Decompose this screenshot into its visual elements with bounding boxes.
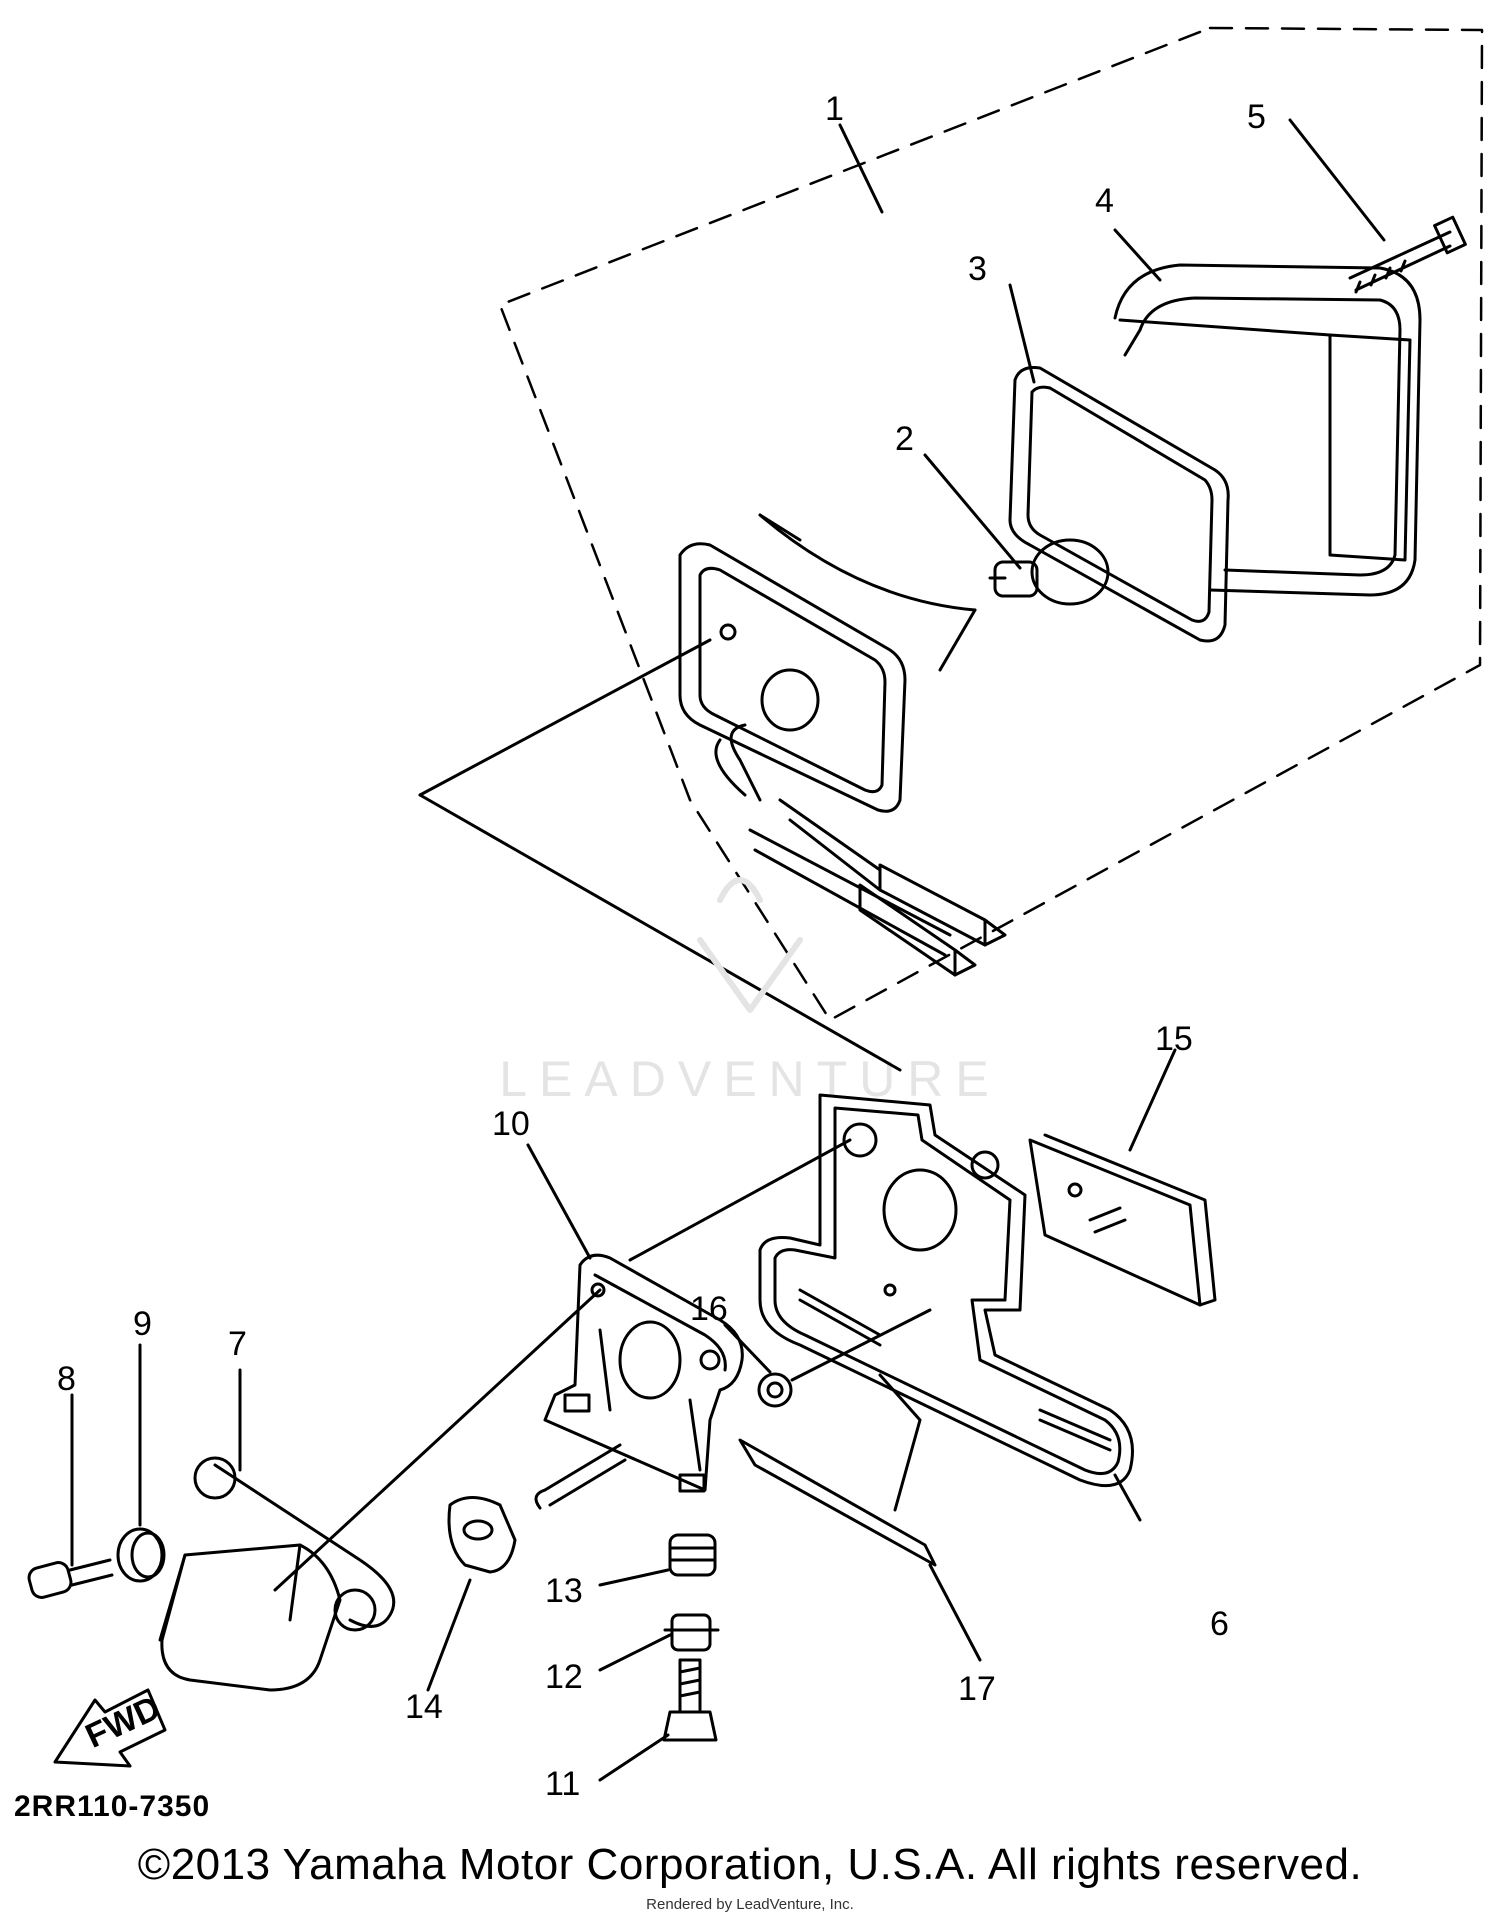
part-4-lens bbox=[1113, 228, 1422, 597]
part-9-grommet bbox=[116, 1343, 166, 1583]
part-3-gasket bbox=[1008, 283, 1230, 643]
callout-labels: 1 2 3 4 5 6 7 8 9 10 11 12 13 14 15 16 1… bbox=[57, 90, 1266, 1803]
callout-11: 11 bbox=[545, 1765, 580, 1803]
callout-7: 7 bbox=[228, 1325, 247, 1363]
fwd-label: FWD bbox=[80, 1689, 166, 1756]
callout-4: 4 bbox=[1095, 182, 1114, 220]
part-17-pad bbox=[738, 1373, 982, 1662]
callout-12: 12 bbox=[545, 1658, 583, 1696]
part-11-bolt bbox=[598, 1658, 718, 1782]
part-7-license-lamp bbox=[158, 1368, 396, 1692]
part-13-damper bbox=[598, 1533, 717, 1587]
fwd-arrow-icon bbox=[53, 1688, 167, 1768]
part-2-bulb bbox=[923, 453, 1110, 606]
callout-15: 15 bbox=[1155, 1020, 1193, 1058]
leader-line-1 bbox=[838, 123, 884, 214]
callout-3: 3 bbox=[968, 250, 987, 288]
callout-5: 5 bbox=[1247, 98, 1266, 136]
rendered-by-notice: Rendered by LeadVenture, Inc. bbox=[646, 1896, 854, 1913]
callout-6: 6 bbox=[1210, 1605, 1229, 1643]
callout-13: 13 bbox=[545, 1572, 583, 1610]
callout-10: 10 bbox=[492, 1105, 530, 1143]
part-15-reflector bbox=[1028, 1048, 1217, 1307]
part-14-grommet bbox=[426, 1496, 517, 1692]
watermark-text: LEADVENTURE bbox=[499, 1051, 1001, 1107]
part-5-screw bbox=[1288, 118, 1467, 294]
copyright-notice: ©2013 Yamaha Motor Corporation, U.S.A. A… bbox=[137, 1840, 1363, 1889]
callout-17: 17 bbox=[958, 1670, 996, 1708]
part-6-license-bracket bbox=[628, 1093, 1142, 1522]
figure-code: 2RR110-7350 bbox=[14, 1790, 211, 1823]
callout-1: 1 bbox=[825, 90, 844, 128]
callout-2: 2 bbox=[895, 420, 914, 458]
tail-lamp-base bbox=[418, 513, 1007, 1072]
callout-14: 14 bbox=[405, 1688, 443, 1726]
part-8-screw bbox=[27, 1393, 114, 1599]
part-16-nut bbox=[723, 1308, 932, 1408]
assembly-boundary-dashed bbox=[498, 26, 1484, 1022]
part-12-collar bbox=[598, 1613, 720, 1672]
callout-16: 16 bbox=[690, 1290, 728, 1328]
callout-8: 8 bbox=[57, 1360, 76, 1398]
callout-9: 9 bbox=[133, 1305, 152, 1343]
watermark-logo-icon bbox=[697, 877, 803, 1013]
